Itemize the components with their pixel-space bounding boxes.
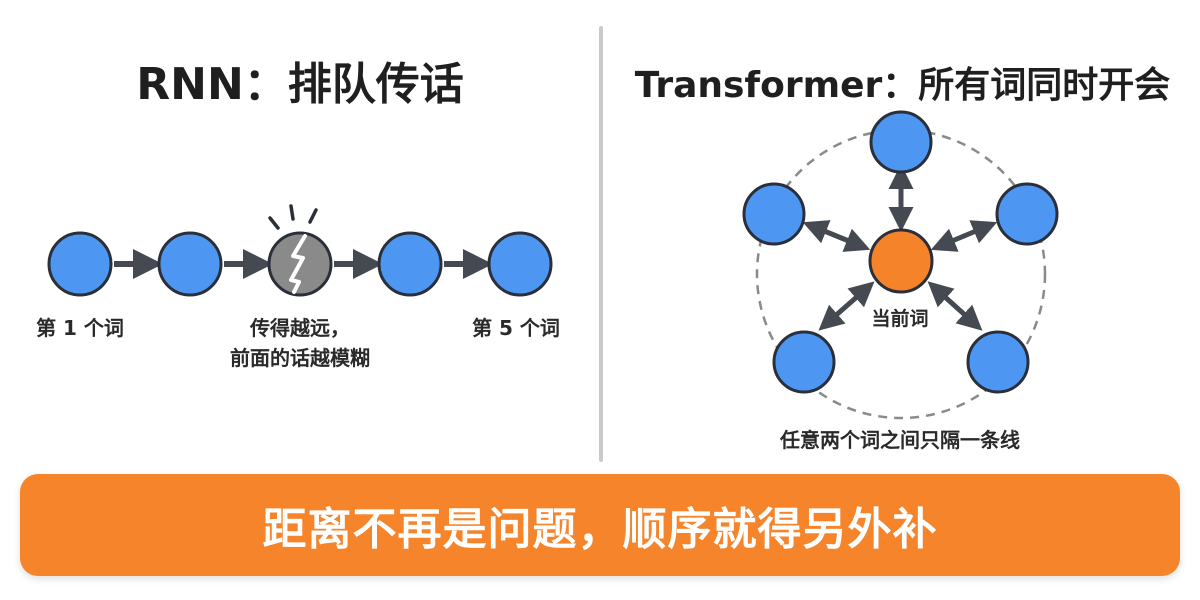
attention-arrow (818, 281, 875, 331)
current-word-label: 当前词 (871, 308, 929, 330)
rnn-chain (47, 204, 553, 297)
panel-divider (599, 26, 603, 462)
transformer-graph (742, 110, 1059, 420)
rnn-node (157, 231, 223, 297)
word-node (742, 182, 806, 246)
current-word-node (868, 228, 934, 294)
lightning-crack-icon (289, 234, 307, 294)
attention-arrow (802, 220, 871, 252)
first-word-label: 第 1 个词 (36, 316, 124, 340)
word-node (966, 330, 1030, 394)
last-word-label: 第 5 个词 (472, 316, 560, 340)
attention-arrow (927, 281, 983, 331)
spark-lines-icon (268, 204, 318, 230)
word-node (995, 182, 1059, 246)
fade-note-line1: 传得越远， (250, 316, 350, 340)
attention-arrow (930, 220, 998, 252)
word-node (772, 330, 836, 394)
rnn-node (47, 231, 113, 297)
word-node (869, 110, 933, 174)
transformer-title: Transformer：所有词同时开会 (634, 65, 1171, 106)
summary-banner: 距离不再是问题，顺序就得另外补 (20, 474, 1180, 576)
rnn-title: RNN：排队传话 (136, 59, 464, 110)
rnn-node (377, 231, 443, 297)
transformer-caption: 任意两个词之间只隔一条线 (780, 428, 1020, 452)
rnn-node (487, 231, 553, 297)
fade-note-line2: 前面的话越模糊 (230, 346, 370, 370)
summary-banner-text: 距离不再是问题，顺序就得另外补 (262, 504, 938, 555)
